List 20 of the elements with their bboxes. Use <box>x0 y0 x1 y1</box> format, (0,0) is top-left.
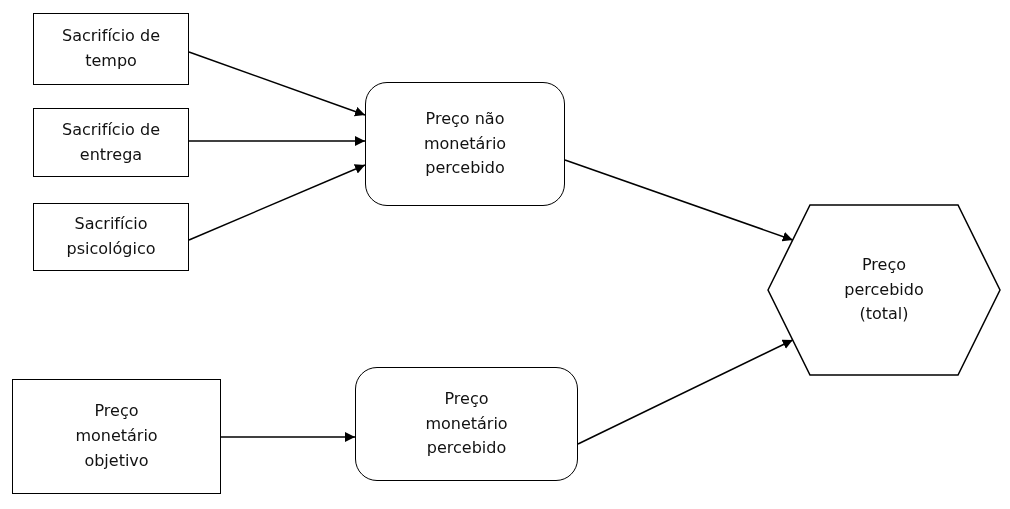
hexagon-node <box>768 205 1000 375</box>
arrow <box>188 136 366 146</box>
node-label: Preço não monetário percebido <box>422 107 508 180</box>
node-label: Preço monetário percebido <box>424 387 509 460</box>
rounded-box <box>365 82 565 206</box>
process-box <box>33 13 189 85</box>
arrow <box>577 339 794 445</box>
node-label: Sacrifício de entrega <box>61 118 161 166</box>
arrow <box>188 51 366 117</box>
rounded-box <box>355 367 578 481</box>
node-label: Sacrifício psicológico <box>65 213 157 260</box>
node-label: Preço monetário objetivo <box>74 400 159 472</box>
process-box <box>33 203 189 271</box>
arrow <box>188 164 366 241</box>
arrow <box>564 159 794 242</box>
arrow <box>220 432 356 442</box>
node-label: Preço percebido (total) <box>843 253 925 326</box>
node-label: Sacrifício de tempo <box>61 25 161 72</box>
process-box <box>12 379 221 494</box>
process-box <box>33 108 189 177</box>
